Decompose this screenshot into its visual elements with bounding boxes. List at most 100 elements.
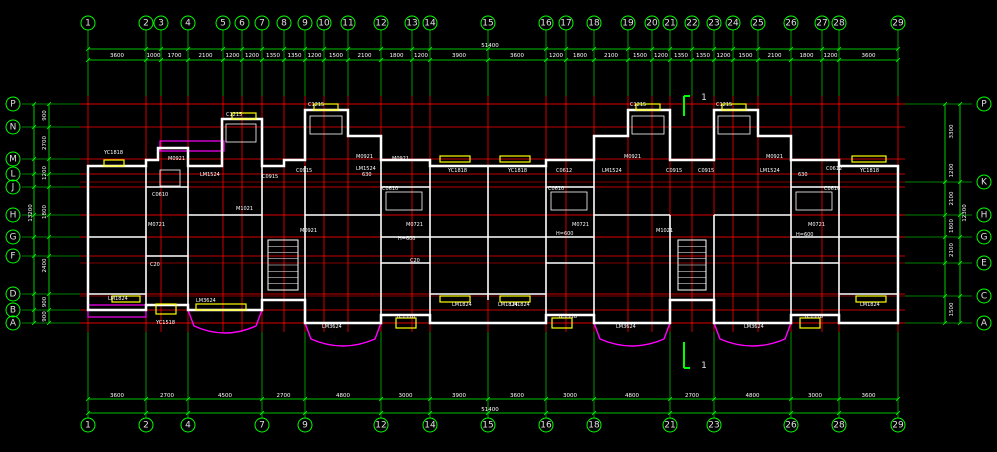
room-label: M0721 bbox=[808, 222, 825, 228]
axis-bubble bbox=[234, 15, 250, 31]
room-label: LM1524 bbox=[200, 172, 220, 178]
window bbox=[855, 295, 887, 303]
axis-bubble-label: 23 bbox=[708, 421, 719, 431]
room-label: M0921 bbox=[624, 154, 641, 160]
room-label: YC1518 bbox=[395, 314, 415, 320]
axis-bubble-label: 2 bbox=[143, 19, 149, 29]
axis-bubble-label: A bbox=[981, 319, 988, 329]
axis-bubble-label: 16 bbox=[540, 19, 552, 29]
room-label: YC1518 bbox=[155, 320, 175, 326]
axis-bubble-label: 1 bbox=[85, 421, 91, 431]
dimension-text: 2700 bbox=[42, 136, 48, 150]
room-label: C0610 bbox=[152, 192, 168, 198]
fixture bbox=[309, 115, 343, 135]
axis-bubble-label: M bbox=[9, 155, 17, 165]
bay-windows bbox=[87, 140, 792, 347]
dimension-text: 2100 bbox=[604, 53, 618, 59]
axis-bubble-label: 24 bbox=[727, 19, 739, 29]
window bbox=[231, 112, 257, 120]
axis-bubble-label: E bbox=[981, 259, 987, 269]
room-label: H=600 bbox=[398, 236, 416, 242]
window bbox=[851, 155, 887, 163]
room-label: C1215 bbox=[226, 112, 242, 118]
axis-bubble bbox=[5, 179, 21, 195]
axis-bubble bbox=[153, 15, 169, 31]
section-marks: 11 bbox=[683, 93, 707, 371]
room-label: LM1824 bbox=[452, 302, 472, 308]
dimension-text: 1200 bbox=[824, 53, 838, 59]
axis-bubble-label: 15 bbox=[482, 19, 493, 29]
window bbox=[439, 295, 471, 303]
axis-bubble bbox=[586, 417, 602, 433]
overall-dimension-top: 51400 bbox=[481, 43, 499, 49]
axis-bubble-label: H bbox=[10, 211, 17, 221]
room-label: H=600 bbox=[796, 232, 814, 238]
room-label: LM1524 bbox=[602, 168, 622, 174]
windows bbox=[103, 103, 887, 329]
room-label: M0921 bbox=[356, 154, 373, 160]
room-label: M1021 bbox=[656, 228, 673, 234]
dimension-text: 3600 bbox=[110, 53, 124, 59]
room-label: M0921 bbox=[766, 154, 783, 160]
axis-bubble bbox=[831, 15, 847, 31]
axis-bubble bbox=[5, 96, 21, 112]
axis-bubble bbox=[5, 248, 21, 264]
room-label: LM3624 bbox=[744, 324, 764, 330]
axis-bubble bbox=[254, 15, 270, 31]
dimension-text: 3600 bbox=[110, 393, 124, 399]
dimension-text: 2700 bbox=[685, 393, 699, 399]
axis-bubble-label: D bbox=[10, 290, 17, 300]
axis-bubble bbox=[5, 315, 21, 331]
axis-bubble-label: 18 bbox=[588, 19, 600, 29]
dimension-text: 1350 bbox=[266, 53, 280, 59]
room-label: C0610 bbox=[548, 186, 564, 192]
axis-bubble bbox=[976, 229, 992, 245]
axis-bubble-label: 14 bbox=[424, 421, 436, 431]
fixture bbox=[631, 115, 665, 135]
room-label: C20 bbox=[150, 262, 160, 268]
dimension-text: 2100 bbox=[768, 53, 782, 59]
room-label: YC1518 bbox=[803, 314, 823, 320]
bay-window bbox=[187, 309, 263, 334]
room-label: LM1524 bbox=[356, 166, 376, 172]
axis-bubble bbox=[80, 417, 96, 433]
dimension-text: 1200 bbox=[42, 166, 48, 180]
room-label: LM1824 bbox=[510, 302, 530, 308]
dimension-text: 1800 bbox=[573, 53, 587, 59]
axis-bubble bbox=[180, 15, 196, 31]
dimension-text: 1800 bbox=[390, 53, 404, 59]
axis-bubble-label: 13 bbox=[406, 19, 417, 29]
axis-bubble bbox=[316, 15, 332, 31]
axis-bubble bbox=[706, 15, 722, 31]
room-label: M0921 bbox=[392, 156, 409, 162]
axis-bubble bbox=[5, 302, 21, 318]
room-label: C0610 bbox=[382, 186, 398, 192]
axis-bubble bbox=[5, 207, 21, 223]
dimension-text: 1500 bbox=[633, 53, 647, 59]
dimension-text: 3600 bbox=[510, 393, 524, 399]
dimension-text: 4800 bbox=[336, 393, 350, 399]
window bbox=[799, 317, 821, 329]
room-label: M1021 bbox=[236, 206, 253, 212]
axis-bubble-label: 16 bbox=[540, 421, 552, 431]
axis-bubble bbox=[180, 417, 196, 433]
section-mark-label: 1 bbox=[701, 361, 707, 371]
axis-bubble bbox=[662, 15, 678, 31]
axis-bubble-label: H bbox=[981, 211, 988, 221]
axis-bubble bbox=[976, 207, 992, 223]
dimension-text: 2700 bbox=[160, 393, 174, 399]
axis-bubble-label: 29 bbox=[892, 421, 904, 431]
axis-bubble-label: G bbox=[981, 233, 988, 243]
dimension-text: 1500 bbox=[329, 53, 343, 59]
section-mark-label: 1 bbox=[701, 93, 707, 103]
dimension-text: 1800 bbox=[42, 205, 48, 219]
axis-bubble bbox=[276, 15, 292, 31]
axis-bubble-label: 28 bbox=[833, 421, 845, 431]
axis-bubble bbox=[620, 15, 636, 31]
axis-bubble bbox=[783, 15, 799, 31]
axis-bubble bbox=[5, 119, 21, 135]
window bbox=[721, 103, 747, 111]
axis-bubble bbox=[5, 151, 21, 167]
room-label: C0915 bbox=[296, 168, 312, 174]
